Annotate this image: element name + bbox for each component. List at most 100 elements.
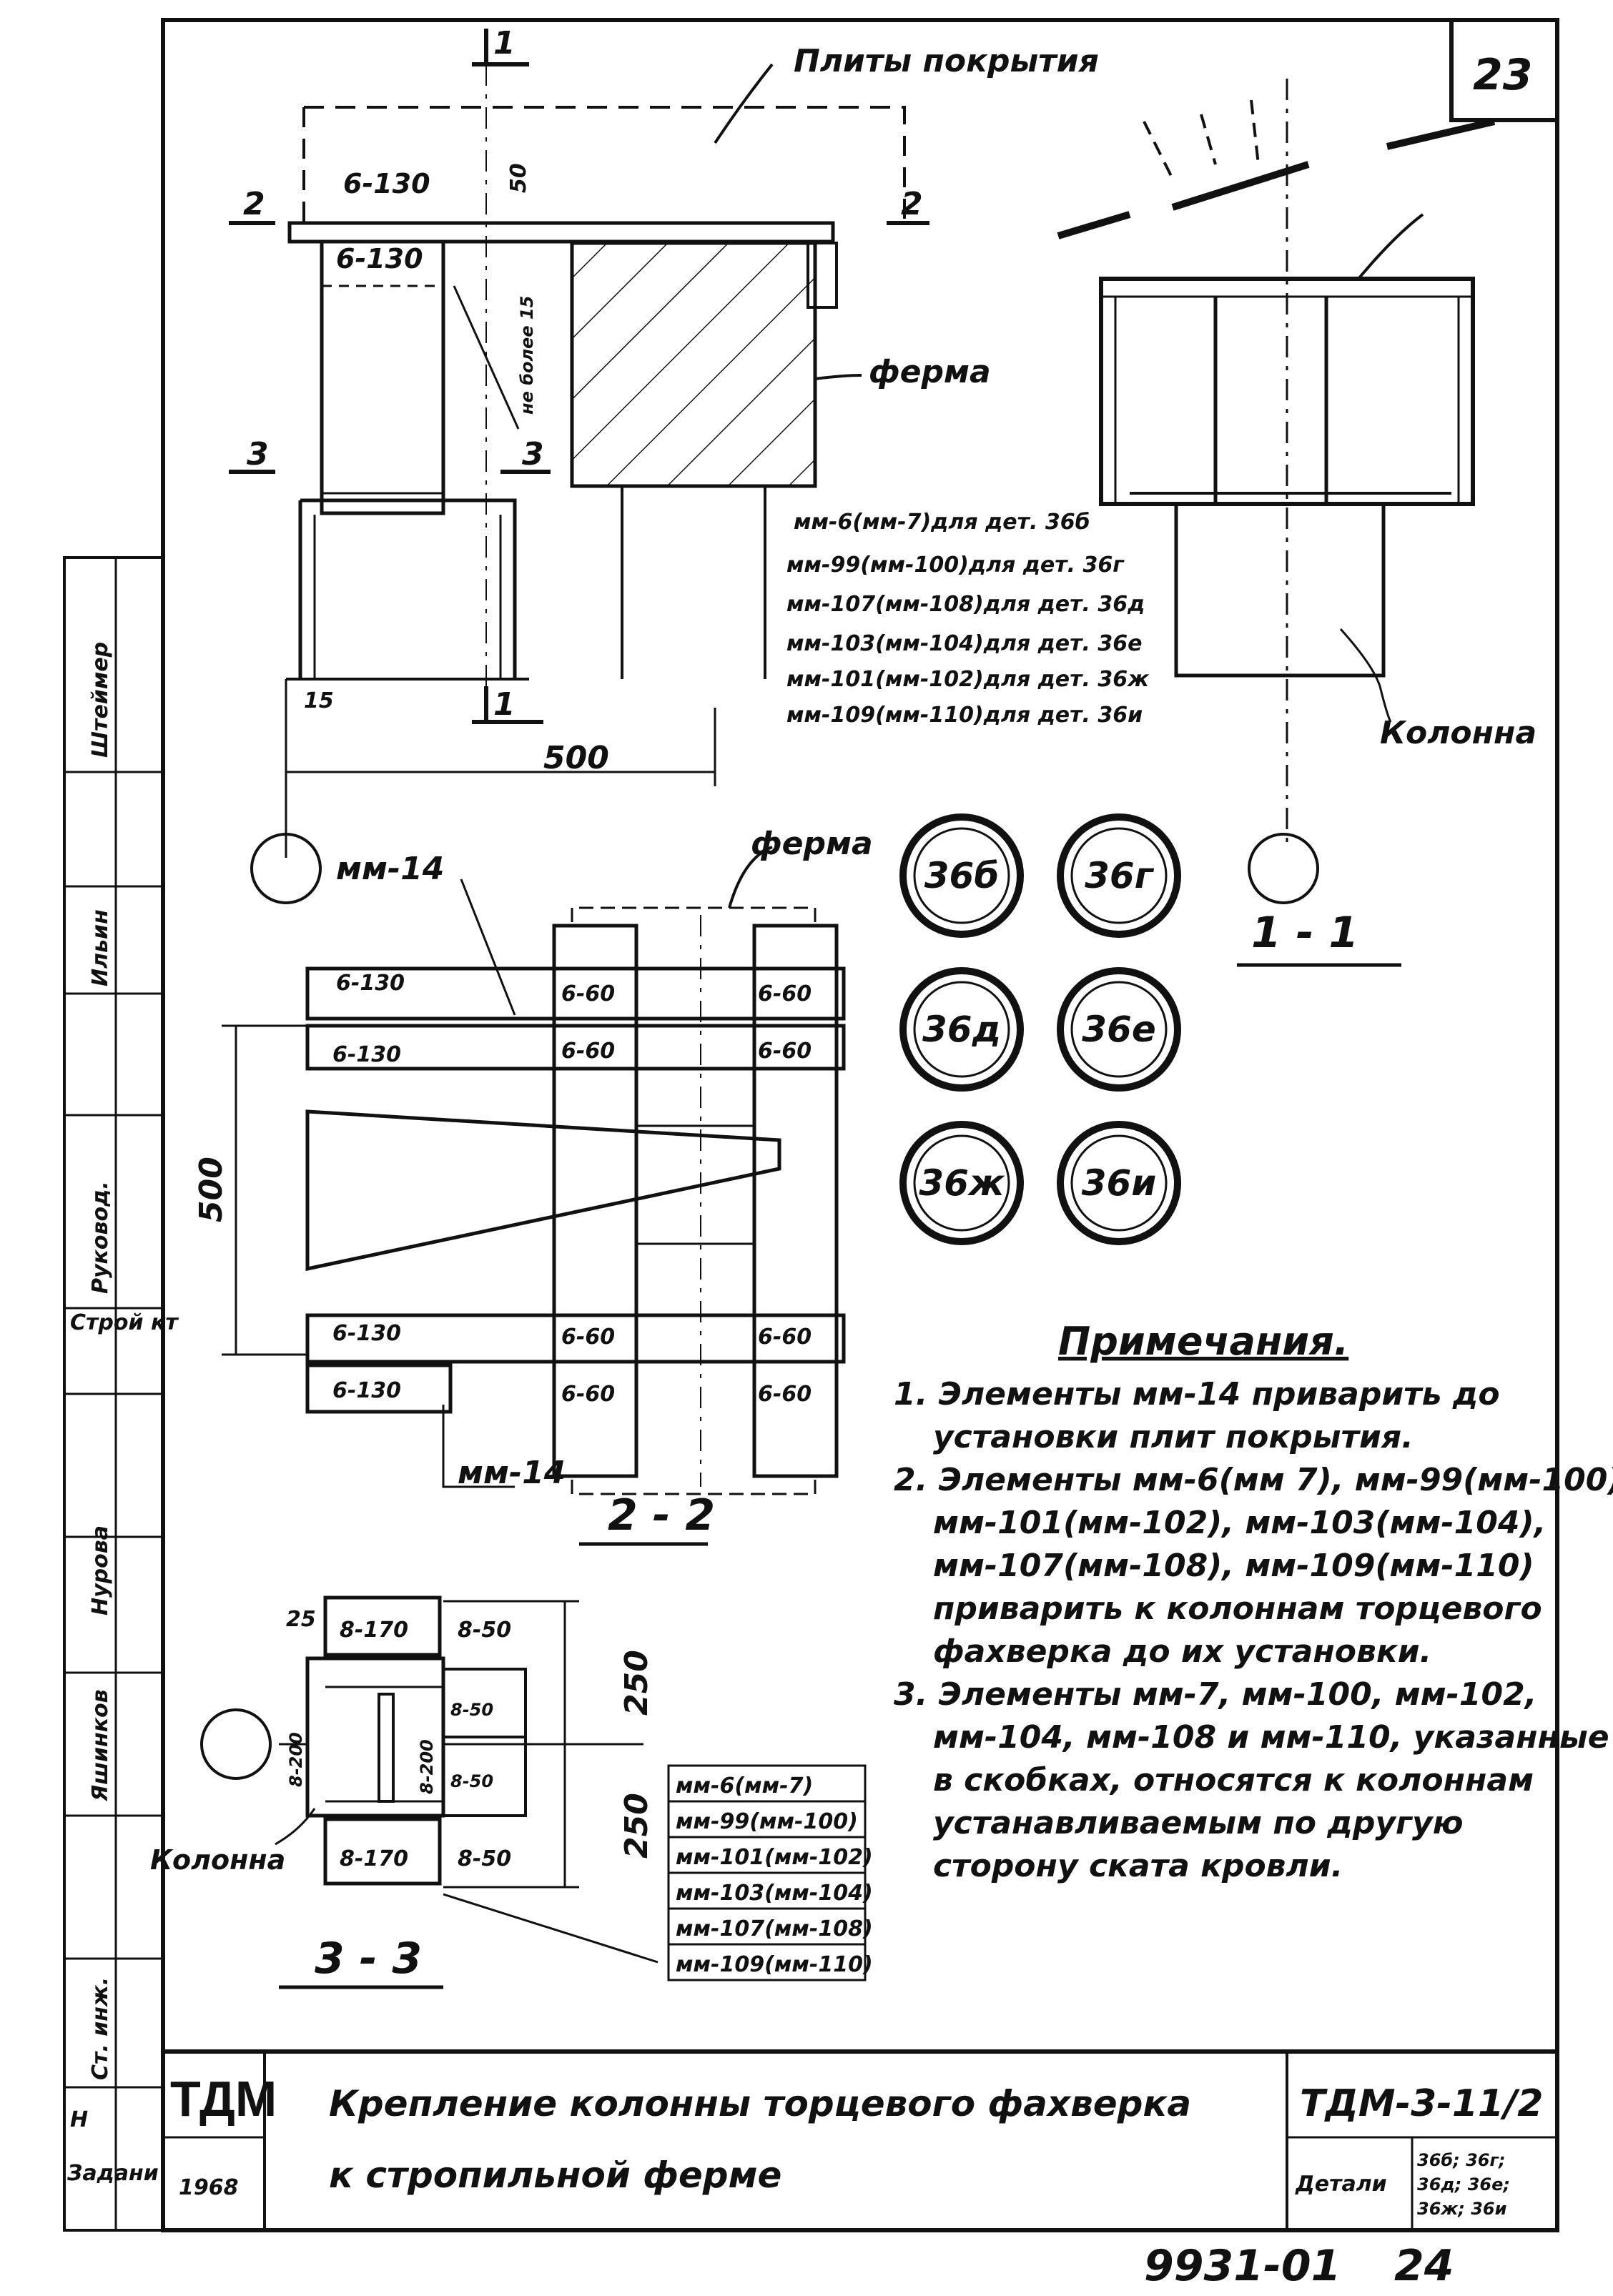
spec-line-1: мм-6(мм-7)для дет. 36б	[794, 510, 1090, 535]
stamp-label-5: Нурова	[88, 1525, 113, 1615]
top-view-callout-truss: ферма	[869, 354, 991, 390]
side-stamp	[63, 556, 164, 2232]
detail-circle-36i: 36и	[1082, 1162, 1157, 1204]
section-3-3-spec-6: мм-109(мм-110)	[676, 1952, 873, 1977]
top-view-mark-3-right: 3	[522, 436, 544, 472]
section-3-3-weld-50-mid-2: 8-50	[450, 1771, 493, 1791]
section-3-3-weld-50-bottom: 8-50	[458, 1846, 511, 1871]
section-2-2-weld-top-1: 6-130	[336, 971, 405, 996]
section-3-3-weld-170-top: 8-170	[340, 1618, 408, 1643]
title-line-1: Крепление колонны торцевого фахверка	[329, 2083, 1191, 2124]
section-2-2-weld-bottom-2: 6-130	[332, 1378, 401, 1403]
top-view-spec-list: мм-6(мм-7)для дет. 36б мм-99(мм-100)для …	[772, 504, 1173, 740]
stamp-label-7: Ст. инж.	[88, 1977, 113, 2080]
stamp-label-4: Строй кт	[70, 1310, 179, 1335]
section-1-1-geometry	[1057, 79, 1496, 967]
top-view-dim-15: 15	[304, 688, 334, 713]
sheet-number: 23	[1473, 50, 1533, 100]
section-3-3-spec-5: мм-107(мм-108)	[676, 1916, 873, 1941]
section-3-3-dim-25: 25	[286, 1607, 316, 1632]
section-2-2-weld-60-2: 6-60	[758, 981, 812, 1006]
detail-circle-36b: 36б	[924, 855, 1000, 896]
top-view-mark-2-left: 2	[243, 186, 265, 222]
section-3-3-weld-50-mid-1: 8-50	[450, 1700, 493, 1720]
detail-circle-36d: 36д	[922, 1009, 1001, 1050]
section-2-2-weld-bottom-1: 6-130	[332, 1321, 401, 1346]
section-3-3-column-label: Колонна	[150, 1844, 285, 1876]
section-3-3-weld-200-mid: 8-200	[417, 1739, 437, 1794]
section-3-3-weld-50-top: 8-50	[458, 1618, 511, 1643]
title-line-2: к стропильной ферме	[329, 2154, 781, 2196]
section-3-3-geometry	[200, 1595, 867, 1989]
section-2-2-weld-60-1: 6-60	[561, 981, 615, 1006]
section-1-1-title: 1 - 1	[1251, 908, 1358, 958]
top-view-dim-not-more: не более 15	[517, 296, 537, 415]
section-2-2-mm14-top: мм-14	[336, 851, 444, 887]
section-3-3-weld-200-left: 8-200	[286, 1732, 306, 1787]
title-block-details-1: 36б; 36г;	[1417, 2150, 1506, 2170]
detail-circles	[899, 813, 1181, 1245]
stamp-label-2: Ильин	[88, 909, 113, 986]
stamp-label-6: Яшинков	[88, 1689, 113, 1802]
stamp-label-1: Штеймер	[88, 642, 113, 758]
top-view-geometry	[229, 29, 929, 904]
section-2-2-weld-60-7: 6-60	[561, 1382, 615, 1407]
title-block-details-3: 36ж; 36и	[1417, 2199, 1507, 2219]
detail-circle-36zh: 36ж	[919, 1162, 1005, 1204]
note-line-11: устанавливаемым по другую	[933, 1805, 1463, 1841]
spec-line-4: мм-103(мм-104)для дет. 36е	[786, 631, 1142, 656]
section-2-2-title: 2 - 2	[608, 1490, 715, 1540]
note-line-7: фахверка до их установки.	[933, 1633, 1431, 1670]
title-block-frame	[163, 2049, 1557, 2230]
section-2-2-mm14-bottom: мм-14	[458, 1455, 566, 1491]
page-number: 24	[1394, 2241, 1454, 2291]
section-3-3-spec-2: мм-99(мм-100)	[676, 1809, 858, 1834]
title-block-code: ТДМ-3-11/2	[1300, 2082, 1543, 2125]
title-block-org: ТДМ	[170, 2071, 277, 2127]
title-block-year: 1968	[179, 2175, 239, 2200]
top-view-mark-3-left: 3	[247, 436, 269, 472]
note-line-12: сторону ската кровли.	[933, 1848, 1343, 1884]
note-line-3: 2. Элементы мм-6(мм 7), мм-99(мм-100),	[894, 1462, 1613, 1498]
notes-heading: Примечания.	[1058, 1319, 1348, 1364]
note-line-10: в скобках, относятся к колоннам	[933, 1762, 1534, 1798]
top-view-dim-500: 500	[543, 740, 609, 776]
stamp-label-3: Руковод.	[88, 1181, 113, 1294]
stamp-label-8: Н	[70, 2107, 88, 2132]
section-2-2-weld-60-3: 6-60	[561, 1039, 615, 1064]
note-line-2: установки плит покрытия.	[933, 1419, 1414, 1455]
detail-circle-36e: 36е	[1082, 1009, 1156, 1050]
section-2-2-weld-60-5: 6-60	[561, 1325, 615, 1350]
spec-line-3: мм-107(мм-108)для дет. 36д	[786, 592, 1145, 617]
top-view-mark-1-bottom: 1	[493, 686, 516, 723]
spec-line-6: мм-109(мм-110)для дет. 36и	[786, 703, 1143, 728]
top-view-callout-roof: Плиты покрытия	[794, 43, 1099, 79]
top-view-dim-50: 50	[506, 163, 531, 193]
title-block-details-2: 36д; 36е;	[1417, 2174, 1510, 2194]
section-2-2-geometry	[222, 846, 846, 1546]
section-2-2-dim-500: 500	[193, 1157, 230, 1222]
note-line-5: мм-107(мм-108), мм-109(мм-110)	[933, 1548, 1534, 1584]
section-3-3-spec-4: мм-103(мм-104)	[676, 1881, 873, 1906]
note-line-1: 1. Элементы мм-14 приварить до	[894, 1376, 1500, 1412]
section-2-2-weld-60-6: 6-60	[758, 1325, 812, 1350]
section-3-3-weld-170-bottom: 8-170	[340, 1846, 408, 1871]
section-3-3-spec-1: мм-6(мм-7)	[676, 1773, 813, 1798]
note-line-6: приварить к колоннам торцевого	[933, 1590, 1542, 1627]
section-3-3-title: 3 - 3	[315, 1934, 422, 1984]
note-line-4: мм-101(мм-102), мм-103(мм-104),	[933, 1505, 1546, 1541]
section-3-3-dim-250-bottom: 250	[618, 1793, 655, 1859]
section-2-2-weld-60-4: 6-60	[758, 1039, 812, 1064]
note-line-8: 3. Элементы мм-7, мм-100, мм-102,	[894, 1676, 1537, 1713]
section-3-3-spec-3: мм-101(мм-102)	[676, 1845, 873, 1870]
detail-circle-36g: 36г	[1085, 855, 1155, 896]
section-2-2-weld-top-2: 6-130	[332, 1042, 401, 1067]
top-view-weld-under: 6-130	[336, 243, 423, 274]
section-1-1-column-label: Колонна	[1380, 715, 1536, 751]
archive-number: 9931-01	[1144, 2241, 1341, 2291]
section-2-2-weld-60-8: 6-60	[758, 1382, 812, 1407]
title-block-details-label: Детали	[1295, 2172, 1387, 2197]
note-line-9: мм-104, мм-108 и мм-110, указанные	[933, 1719, 1609, 1756]
top-view-weld-top: 6-130	[343, 168, 430, 199]
